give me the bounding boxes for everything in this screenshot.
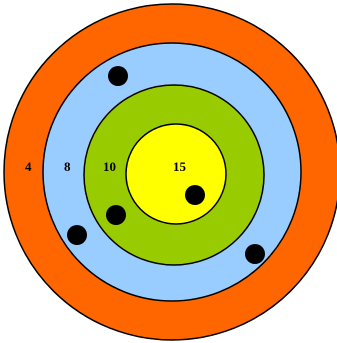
hit-mark <box>106 205 126 225</box>
hit-mark <box>108 66 128 86</box>
ring-15 <box>125 123 227 225</box>
hit-mark <box>67 225 87 245</box>
ring-label-4: 4 <box>25 159 32 174</box>
hit-mark <box>245 244 265 264</box>
ring-label-10: 10 <box>103 159 116 174</box>
ring-label-15: 15 <box>173 159 187 174</box>
ring-label-8: 8 <box>64 159 71 174</box>
hit-mark <box>185 185 205 205</box>
